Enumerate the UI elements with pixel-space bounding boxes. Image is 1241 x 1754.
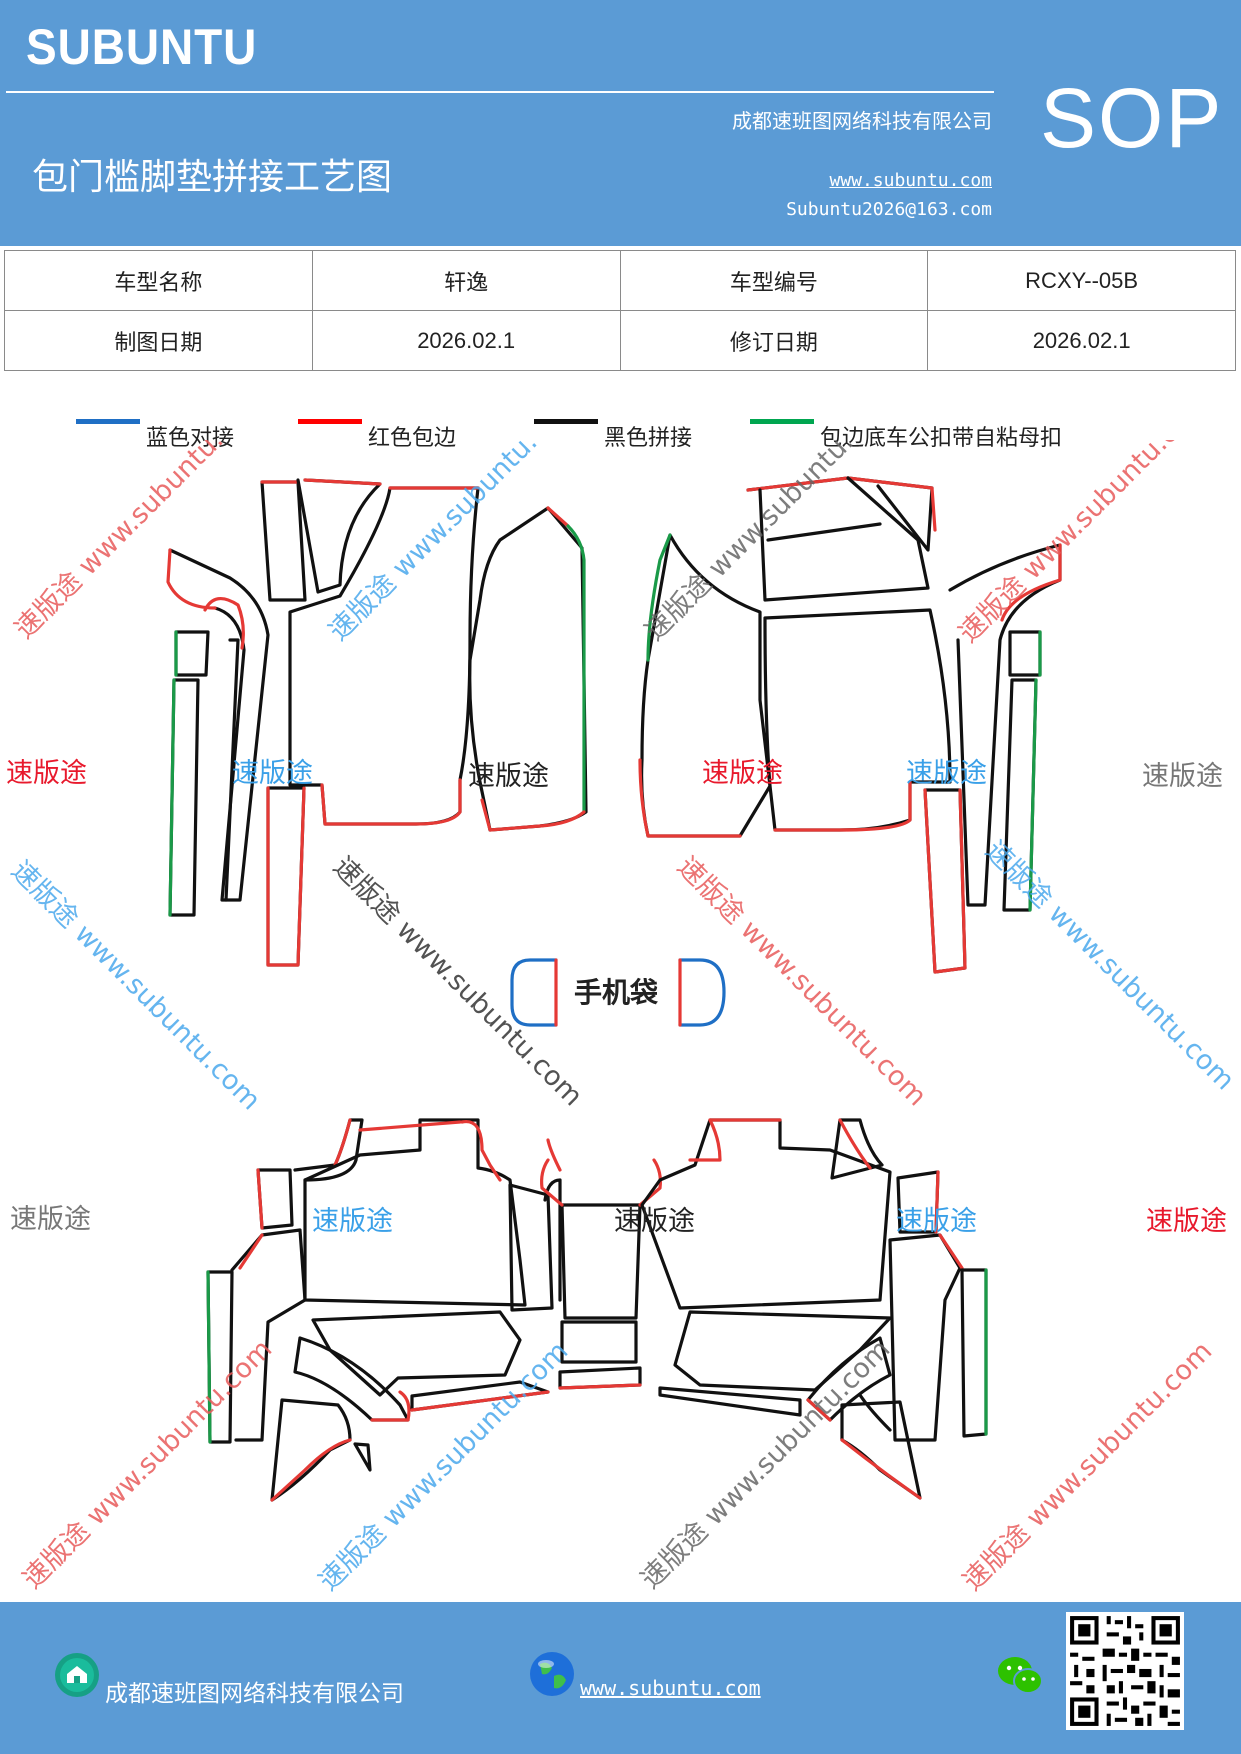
legend-swatch bbox=[76, 418, 140, 424]
table-cell: 车型名称 bbox=[4, 250, 313, 311]
legend-item: 蓝色对接 bbox=[76, 398, 234, 452]
mat-splicing-diagram: 手机袋 速版途 速版途 速版途 速版途 速版途 速版途 速版途 速版途 速版途 … bbox=[5, 440, 1240, 1597]
watermark-text: 速版途 www.subuntu.com bbox=[313, 1336, 574, 1597]
color-legend: 蓝色对接 红色包边 黑色拼接 包边底车公扣带自粘母扣 bbox=[0, 398, 1241, 451]
table-cell: 修订日期 bbox=[619, 310, 929, 371]
stamp-text: 速版途 bbox=[312, 1206, 393, 1237]
legend-label: 蓝色对接 bbox=[146, 426, 235, 451]
phone-bag-label: 手机袋 bbox=[574, 976, 659, 1009]
watermark-text: 速版途 www.subuntu.com bbox=[671, 851, 932, 1112]
footer-website-link[interactable]: www.subuntu.com bbox=[580, 1676, 761, 1700]
front-left-mat bbox=[166, 478, 588, 967]
stamp-text: 速版途 bbox=[1146, 1206, 1227, 1237]
sop-badge: SOP bbox=[1040, 71, 1224, 165]
watermark-text: 速版途 www.subuntu.com bbox=[957, 1336, 1218, 1597]
legend-swatch bbox=[534, 418, 598, 424]
header-company: 成都速班图网络科技有限公司 bbox=[732, 109, 992, 133]
legend-label: 红色包边 bbox=[368, 426, 457, 451]
table-cell: RCXY--05B bbox=[927, 250, 1236, 311]
legend-label: 包边底车公扣带自粘母扣 bbox=[820, 426, 1063, 451]
header-website-link[interactable]: www.subuntu.com bbox=[829, 170, 992, 191]
header-email: Subuntu2026@163.com bbox=[786, 199, 992, 220]
center-console-mat bbox=[540, 1158, 662, 1390]
legend-item: 包边底车公扣带自粘母扣 bbox=[750, 398, 1062, 452]
table-cell: 2026.02.1 bbox=[927, 310, 1236, 371]
phone-bag bbox=[510, 958, 726, 1027]
watermark-text: 速版途 www.subuntu.com bbox=[327, 851, 588, 1112]
header-banner: SUBUNTU 成都速班图网络科技有限公司 包门槛脚垫拼接工艺图 www.sub… bbox=[0, 0, 1241, 246]
table-cell: 轩逸 bbox=[311, 250, 621, 311]
vehicle-info-table: 车型名称 轩逸 车型编号 RCXY--05B 制图日期 2026.02.1 修订… bbox=[4, 250, 1236, 371]
stamp-text: 速版途 bbox=[10, 1204, 91, 1235]
table-cell: 车型编号 bbox=[619, 250, 929, 311]
stamp-text: 速版途 bbox=[702, 758, 783, 789]
front-right-mat bbox=[638, 476, 1062, 974]
watermark-text: 速版途 www.subuntu.com bbox=[639, 440, 900, 647]
table-row: 制图日期 2026.02.1 修订日期 2026.02.1 bbox=[4, 310, 1236, 371]
document-title: 包门槛脚垫拼接工艺图 bbox=[32, 157, 393, 198]
rear-right-mat bbox=[640, 1118, 988, 1500]
table-cell: 制图日期 bbox=[4, 310, 313, 371]
rear-left-mat bbox=[206, 1118, 562, 1502]
watermark-text: 速版途 www.subuntu.com bbox=[9, 440, 270, 645]
table-row: 车型名称 轩逸 车型编号 RCXY--05B bbox=[4, 250, 1236, 311]
table-cell: 2026.02.1 bbox=[311, 310, 621, 371]
footer-banner: 成都速班图网络科技有限公司 www.subuntu.com bbox=[0, 1602, 1241, 1754]
watermark-text: 速版途 www.subuntu.com bbox=[635, 1334, 896, 1595]
watermark-text: 速版途 www.subuntu.com bbox=[979, 835, 1240, 1096]
stamp-text: 速版途 bbox=[232, 758, 313, 789]
wechat-icon[interactable] bbox=[996, 1654, 1044, 1696]
footer-company: 成都速班图网络科技有限公司 bbox=[105, 1681, 404, 1707]
watermark-text: 速版途 www.subuntu.com bbox=[323, 440, 584, 647]
stamp-text: 速版途 bbox=[6, 758, 87, 789]
legend-item: 黑色拼接 bbox=[534, 398, 692, 452]
stamp-text: 速版途 bbox=[896, 1206, 977, 1237]
watermark-text: 速版途 www.subuntu.com bbox=[17, 1334, 278, 1595]
watermark-text: 速版途 www.subuntu.com bbox=[953, 440, 1214, 649]
legend-label: 黑色拼接 bbox=[604, 426, 693, 451]
brand-logo: SUBUNTU bbox=[26, 19, 258, 75]
legend-swatch bbox=[298, 418, 362, 424]
stamp-text: 速版途 bbox=[614, 1206, 695, 1237]
header-divider bbox=[6, 91, 994, 93]
stamp-text: 速版途 bbox=[468, 761, 549, 792]
legend-item: 红色包边 bbox=[298, 398, 456, 452]
legend-swatch bbox=[750, 418, 814, 424]
globe-icon bbox=[530, 1652, 574, 1696]
qr-code bbox=[1066, 1612, 1184, 1730]
home-icon bbox=[55, 1653, 99, 1697]
stamp-text: 速版途 bbox=[1142, 761, 1223, 792]
stamp-text: 速版途 bbox=[906, 758, 987, 789]
